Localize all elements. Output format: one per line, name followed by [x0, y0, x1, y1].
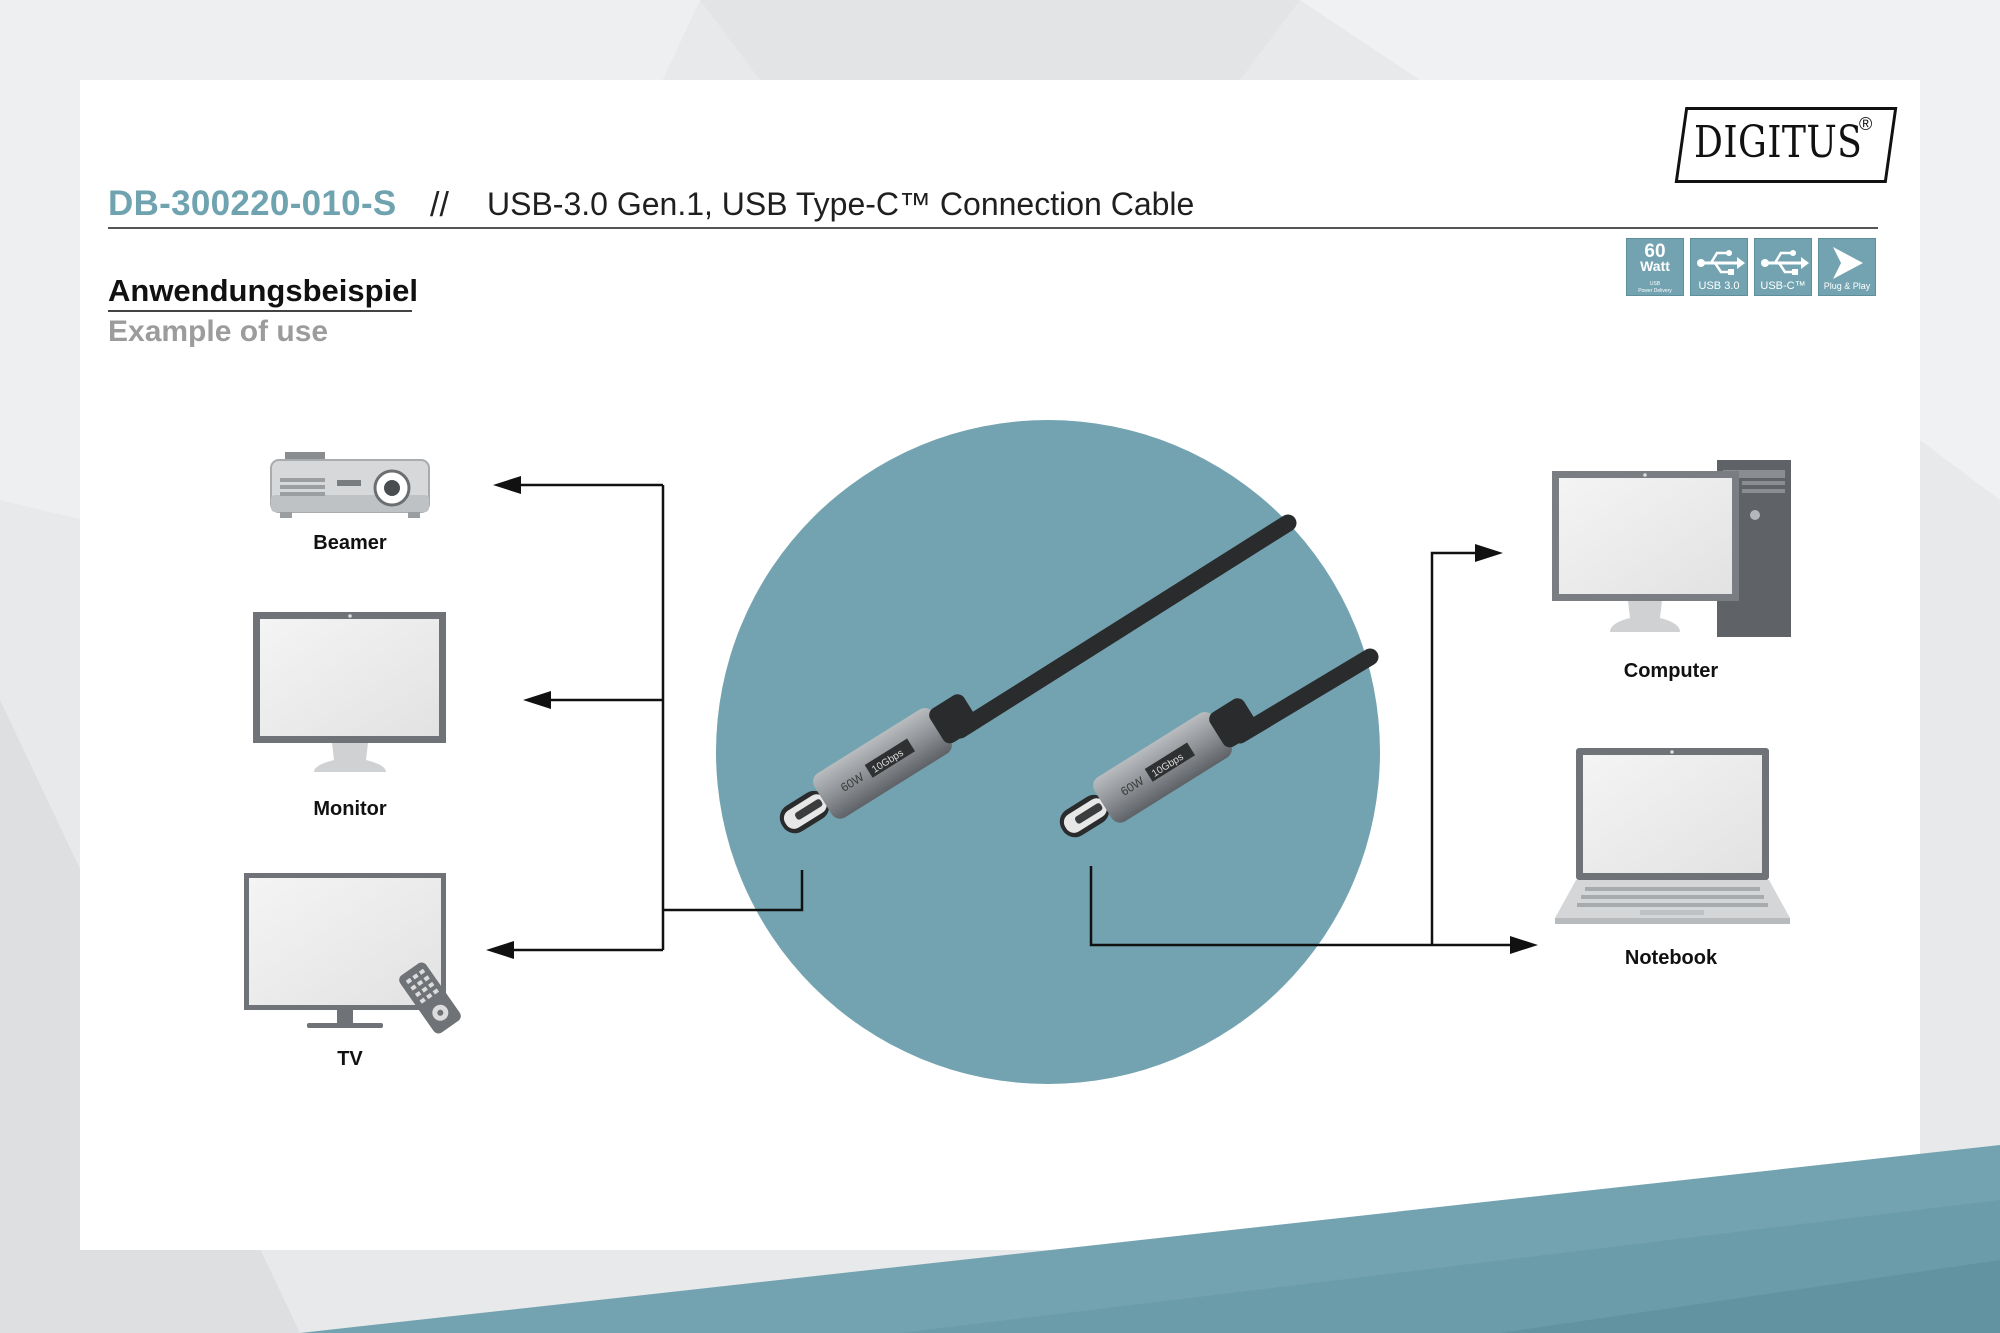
- arrow-to-beamer: [493, 476, 521, 494]
- badge-watt-sub2: Power Delivery: [1638, 288, 1672, 294]
- usb-trident-icon: [1697, 250, 1745, 275]
- arrow-to-tv: [486, 941, 514, 959]
- badge-watt-sub1: USB: [1649, 281, 1661, 287]
- device-label-tv: TV: [337, 1048, 363, 1070]
- section-title-underline: [108, 310, 412, 312]
- computer-icon: [1552, 460, 1791, 637]
- badge-usb3-label: USB 3.0: [1698, 280, 1740, 292]
- badge-pnp-label: Plug & Play: [1823, 281, 1871, 291]
- arrow-to-monitor: [523, 691, 551, 709]
- usb-c-cable-left: 60W 10Gbps: [779, 514, 1297, 834]
- title-separator: //: [430, 186, 449, 224]
- registered-mark: ®: [1859, 114, 1873, 134]
- left-connection-lines: [510, 483, 804, 952]
- device-label-monitor: Monitor: [313, 798, 387, 820]
- monitor-icon: [253, 612, 446, 772]
- badge-60-watt: 60 Watt USB Power Delivery: [1626, 238, 1684, 296]
- badge-plug-and-play: Plug & Play: [1818, 238, 1876, 296]
- badge-watt-unit: Watt: [1640, 258, 1670, 274]
- usb-trident-icon: [1761, 250, 1809, 275]
- section-title-german: Anwendungsbeispiel: [108, 273, 419, 308]
- badge-usbc-label: USB-C™: [1760, 280, 1806, 292]
- device-label-computer: Computer: [1623, 660, 1719, 682]
- header-divider: [108, 227, 1878, 229]
- device-label-notebook: Notebook: [1624, 947, 1718, 969]
- right-connection-lines: [1089, 551, 1510, 947]
- brand-logo-text: DIGITUS: [1694, 117, 1863, 168]
- tv-icon: [244, 873, 461, 1034]
- device-label-beamer: Beamer: [313, 532, 387, 554]
- product-circle: [716, 420, 1380, 1084]
- product-code: DB-300220-010-S: [108, 184, 397, 223]
- remote-control-icon: [399, 962, 461, 1034]
- badge-watt-number: 60: [1644, 241, 1666, 262]
- section-title-english: Example of use: [108, 315, 329, 348]
- arrow-to-notebook: [1510, 936, 1538, 954]
- badge-usb-c: USB-C™: [1754, 238, 1812, 296]
- usb-c-cable-right: 60W 10Gbps: [1059, 648, 1379, 838]
- play-arrow-icon: [1833, 247, 1863, 279]
- badge-usb-3: USB 3.0: [1690, 238, 1748, 296]
- arrow-to-computer: [1475, 544, 1503, 562]
- beamer-icon: [270, 452, 430, 518]
- product-title: USB-3.0 Gen.1, USB Type-C™ Connection Ca…: [487, 186, 1195, 222]
- notebook-icon: [1555, 748, 1790, 924]
